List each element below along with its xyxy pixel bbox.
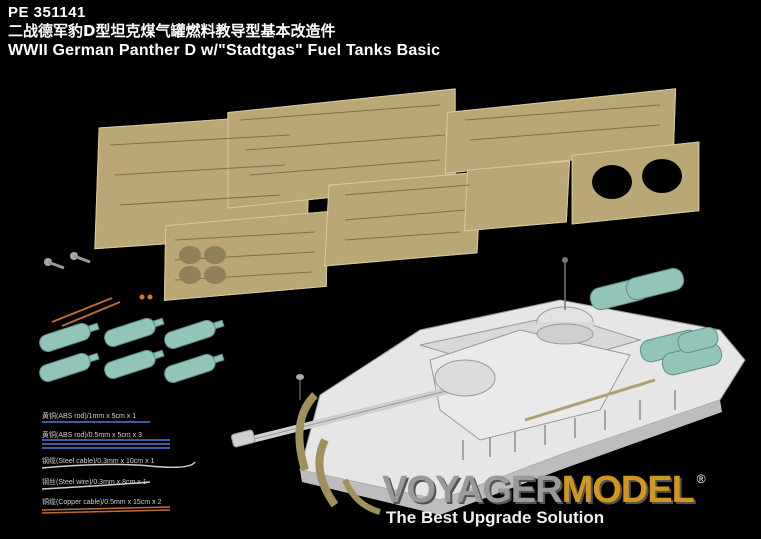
resin-fuel-tanks [39, 317, 225, 383]
panther-tank [231, 257, 746, 515]
brand-slogan: The Best Upgrade Solution [386, 508, 605, 527]
material-wires [41, 421, 196, 514]
stadtgas-tanks [589, 267, 723, 376]
material-label-steel-cable: 钢缆(Steel cable)/0.3mm x 10cm x 1 [42, 458, 155, 465]
material-label-copper-cable: 铜缆(Copper cable)/0.5mm x 15cm x 2 [42, 499, 162, 506]
registered-mark: ® [696, 472, 706, 486]
copper-rods [51, 297, 121, 327]
fret-detail [109, 104, 661, 281]
material-label-steel-wire: 钢丝(Steel wire)/0.3mm x 8cm x 1 [42, 479, 147, 486]
logo-model: MODEL [561, 469, 695, 511]
metal-pins [44, 252, 91, 270]
brand-block: VOYAGER MODEL ® The Best Upgrade Solutio… [382, 470, 706, 528]
product-code: PE 351141 [8, 4, 86, 21]
voyager-model-logo: VOYAGER MODEL ® [382, 470, 706, 510]
header: PE 351141 二战德军豹D型坦克煤气罐燃料教导型基本改造件 WWII Ge… [8, 4, 440, 61]
material-label-abs-rod-1mm: 黄铜(ABS rod)/1mm x 5cm x 1 [42, 413, 137, 420]
title-chinese: 二战德军豹D型坦克煤气罐燃料教导型基本改造件 [8, 22, 336, 40]
fret-cutouts [179, 159, 682, 284]
logo-voyager: VOYAGER [382, 469, 563, 511]
material-label-abs-rod-05mm: 黄铜(ABS rod)/0.5mm x 5cm x 3 [42, 432, 142, 439]
title-english: WWII German Panther D w/"Stadtgas" Fuel … [8, 42, 441, 59]
small-balls [139, 294, 153, 300]
